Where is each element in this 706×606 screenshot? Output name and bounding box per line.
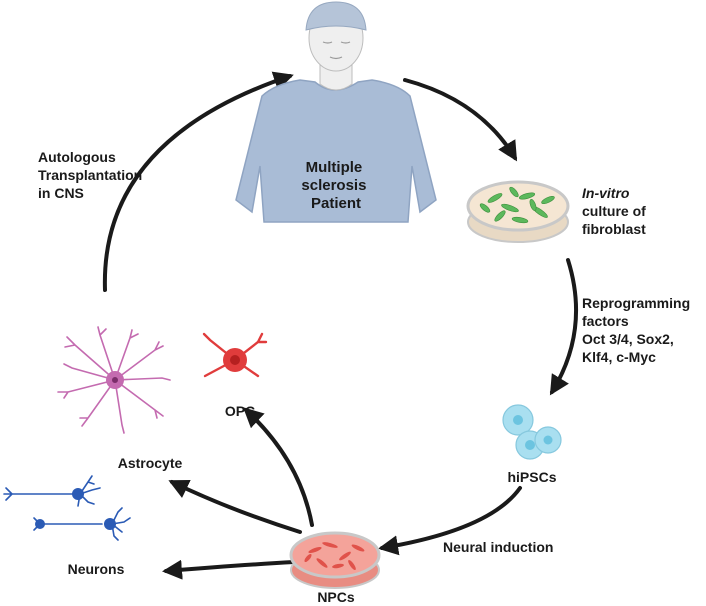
arrow-transplant-to-patient [102,71,294,292]
patient-figure [235,1,437,223]
arrow-hipscs-to-npcs [378,486,522,556]
reprogramming-label-line4: Klf4, c-Myc [582,349,656,365]
reprogramming-label-line2: factors [582,313,629,329]
neurons-label: Neurons [68,561,125,577]
hipsc-cells [502,404,562,460]
culture-label-line3: fibroblast [582,221,646,237]
arrow-culture-to-hipscs [549,258,578,396]
npc-dish [289,531,381,589]
reprogramming-label-line1: Reprogramming [582,295,690,311]
astrocyte-cell [57,326,171,434]
opc-label: OPC [225,403,255,419]
neuron-cells [3,475,131,541]
astrocyte-label: Astrocyte [118,455,183,471]
reprogramming-label: Reprogramming factors Oct 3/4, Sox2, Klf… [582,295,694,365]
patient-shirt [235,79,437,223]
arrow-patient-to-culture [403,78,518,162]
fibroblast-cells [479,186,555,224]
culture-label-line2: culture of [582,203,646,219]
patient-label: Multiple sclerosis Patient [301,159,370,212]
culture-label: In-vitro culture of fibroblast [582,185,650,237]
culture-label-line1: In-vitro [582,185,630,201]
patient-label-line1: Multiple [306,159,363,176]
hipscs-label: hiPSCs [507,469,556,485]
npc-cells [304,542,365,571]
arrow-npcs-to-neurons [162,559,296,580]
transplant-label: Autologous Transplantation in CNS [38,149,146,201]
reprogramming-label-line3: Oct 3/4, Sox2, [582,331,674,347]
transplant-label-line3: in CNS [38,185,84,201]
neural-induction-label: Neural induction [443,539,553,555]
patient-label-line3: Patient [311,195,361,212]
cycle-arrows [102,71,578,580]
neuron-somas [35,488,116,530]
transplant-label-line1: Autologous [38,149,116,165]
patient-cap [305,1,367,31]
npcs-label: NPCs [317,589,355,605]
arrow-npcs-to-astrocyte [168,479,302,534]
arrow-npcs-to-opc [243,407,314,527]
patient-label-line2: sclerosis [301,177,366,194]
transplant-label-line2: Transplantation [38,167,142,183]
fibroblast-culture-dish [466,180,570,243]
